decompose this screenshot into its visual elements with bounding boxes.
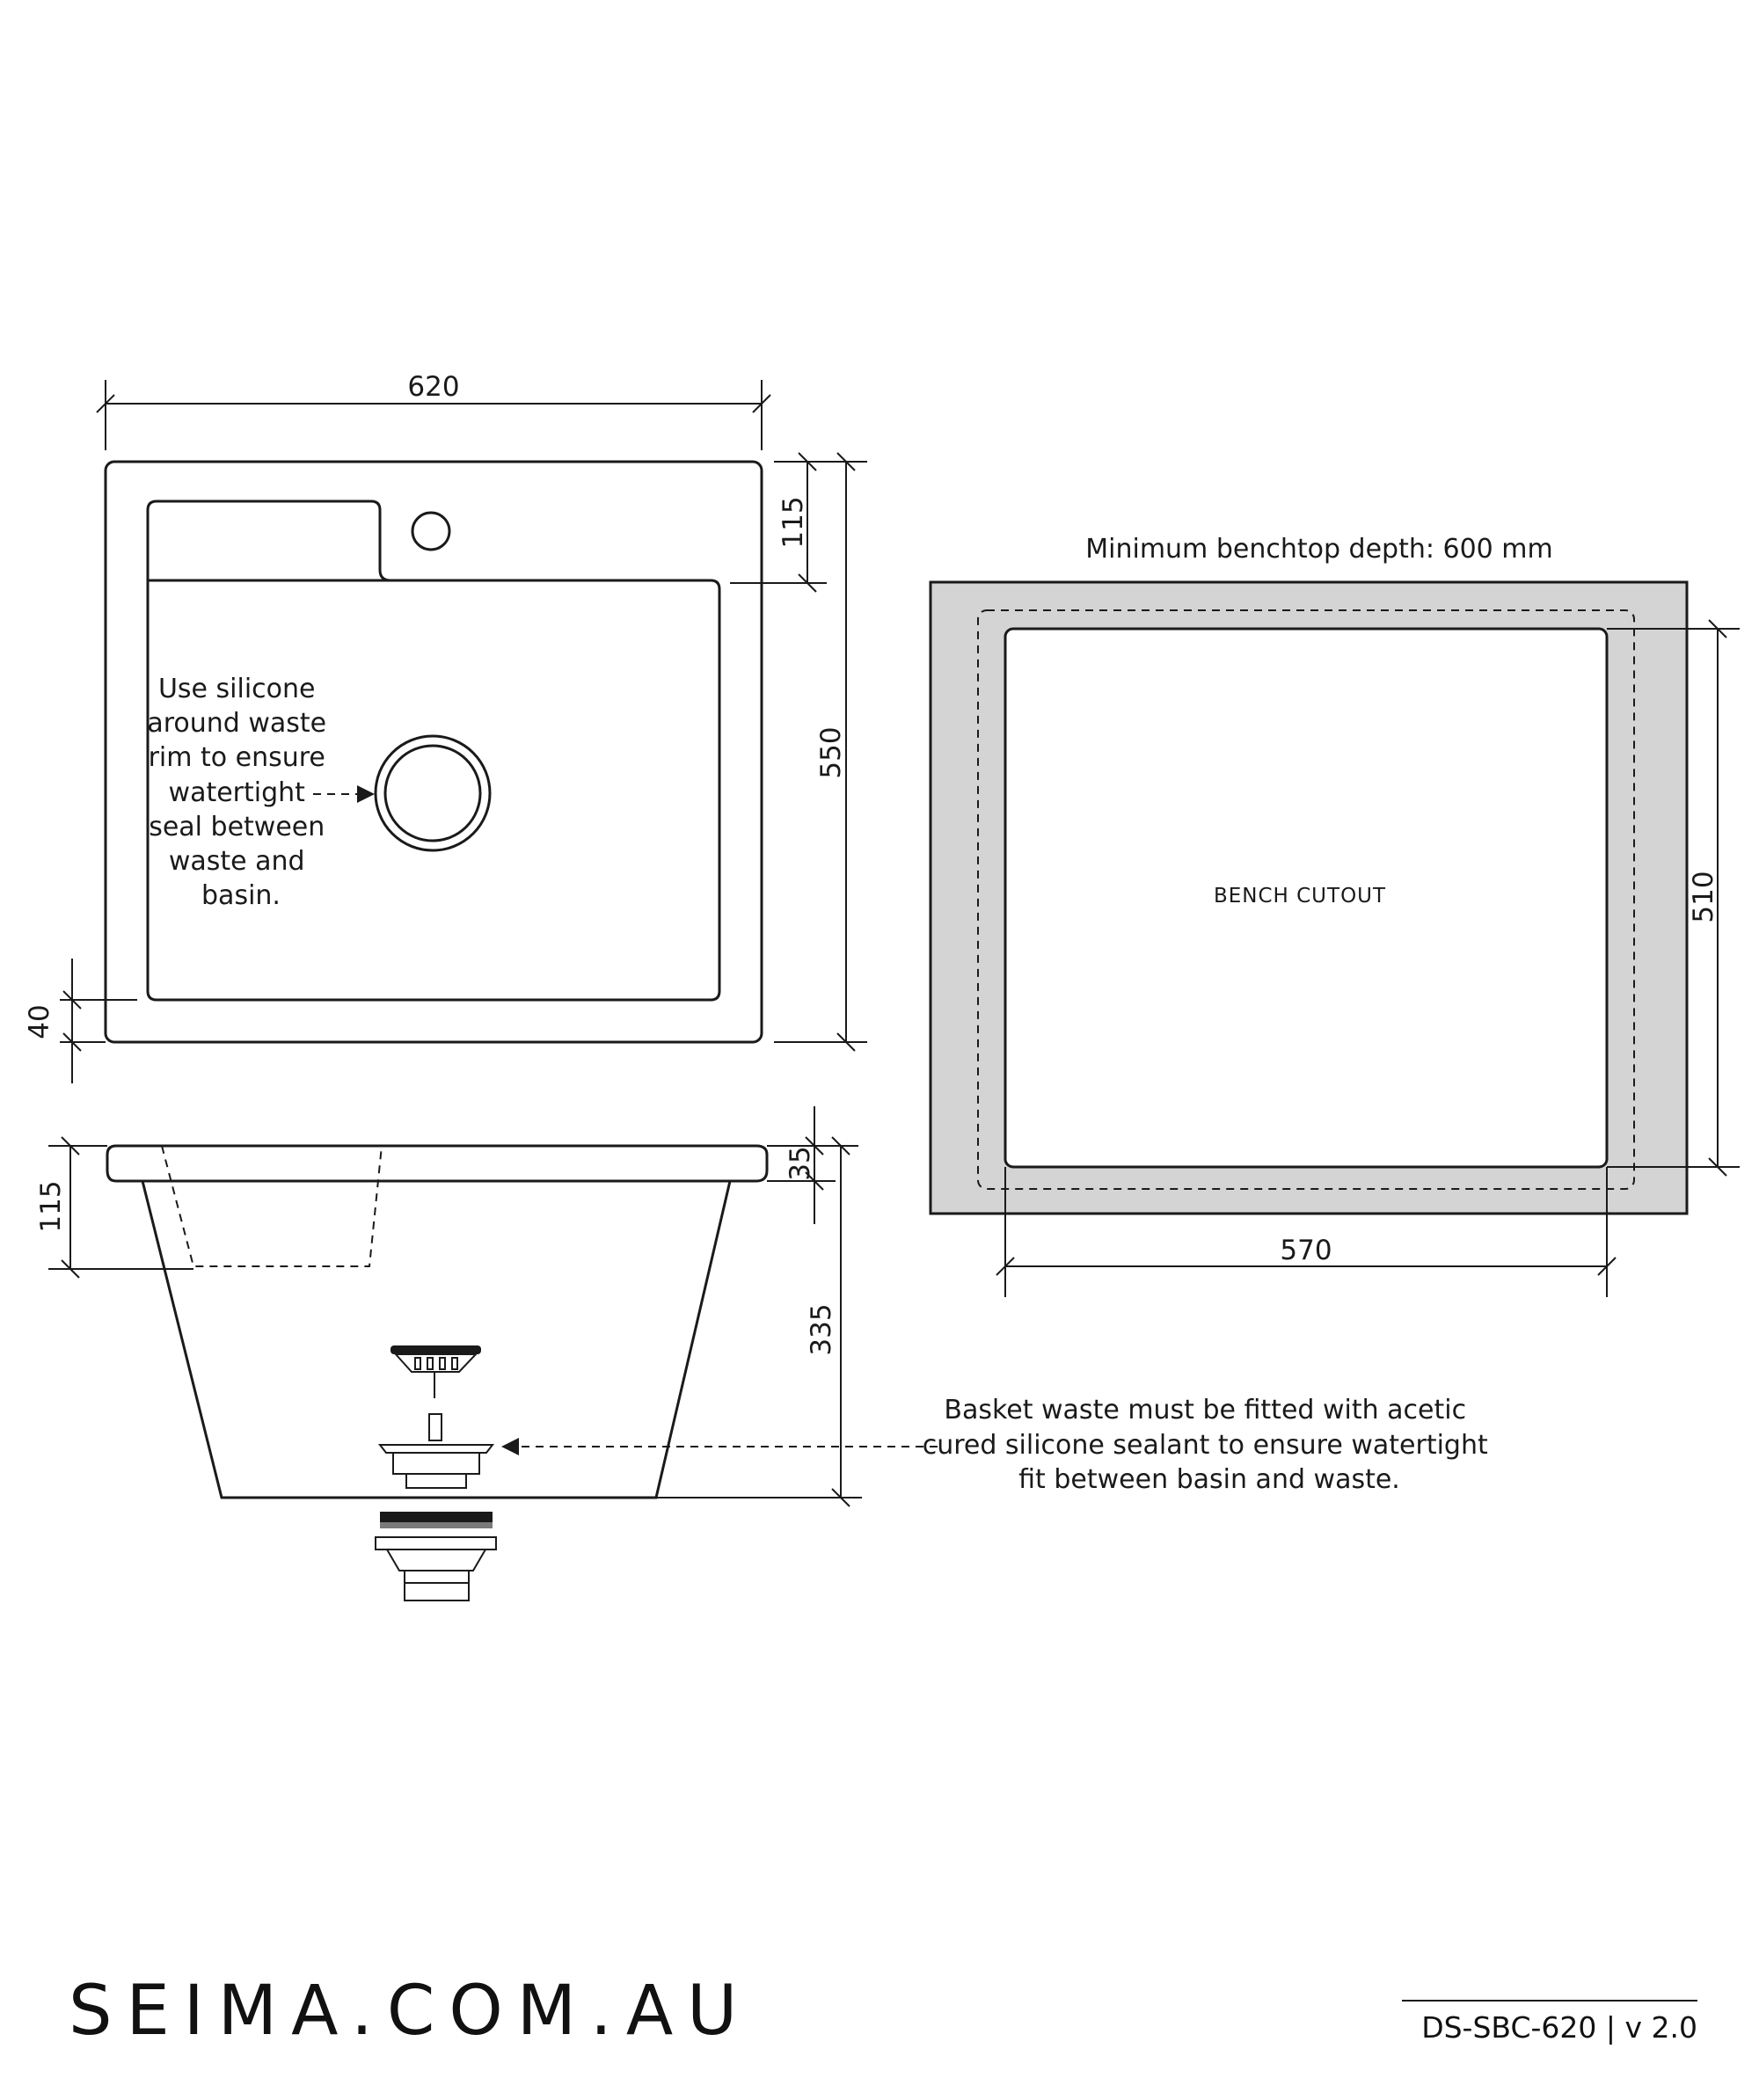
- note-line: cured silicone sealant to ensure waterti…: [923, 1430, 1488, 1461]
- note-silicone-waste: Use silicone around waste rim to ensure …: [147, 674, 334, 911]
- tick: [798, 573, 817, 593]
- tailpiece: [404, 1570, 470, 1601]
- strainer-slot: [451, 1357, 458, 1370]
- strainer-post: [428, 1413, 442, 1441]
- dim-bowl-height: 335: [806, 1303, 837, 1355]
- tick: [62, 1032, 82, 1052]
- note-line: basin.: [201, 880, 281, 911]
- cutout-opening: [1004, 627, 1609, 1169]
- tick: [96, 394, 115, 413]
- note-line: Use silicone: [158, 674, 316, 704]
- waste-neck: [405, 1473, 467, 1489]
- tick: [752, 394, 771, 413]
- tick: [1708, 619, 1727, 638]
- brand-url[interactable]: SEIMA.COM.AU: [69, 1972, 752, 2051]
- tick: [836, 452, 856, 471]
- dim-total-depth: 550: [815, 726, 847, 778]
- note-line: Basket waste must be fitted with acetic: [944, 1395, 1466, 1426]
- tick: [996, 1257, 1015, 1276]
- side-view: 115 35 335: [35, 1106, 1497, 1601]
- dim-rim-thickness: 35: [785, 1146, 816, 1180]
- waste-flange: [377, 1444, 495, 1454]
- sink-rim-outline: [977, 609, 1635, 1190]
- tick: [1708, 1157, 1727, 1177]
- rubber-seal: [380, 1512, 493, 1522]
- strainer-slot: [439, 1357, 446, 1370]
- dim-side-ledge: 115: [35, 1180, 67, 1232]
- tick: [805, 1136, 824, 1156]
- seal-ring: [380, 1522, 493, 1528]
- note-line: waste and: [169, 846, 305, 877]
- tick: [836, 1032, 856, 1052]
- dim-top-width: 620: [407, 371, 459, 403]
- tick: [831, 1136, 850, 1156]
- dim-front-rim: 40: [24, 1004, 55, 1039]
- strainer-slot: [414, 1357, 421, 1370]
- note-line: fit between basin and waste.: [1018, 1464, 1400, 1495]
- basket-waste-exploded: [375, 1345, 497, 1601]
- strainer-slot: [427, 1357, 434, 1370]
- strainer-cap: [390, 1345, 481, 1354]
- tick: [61, 1136, 80, 1156]
- rim-profile: [106, 1144, 769, 1183]
- tick: [1597, 1257, 1617, 1276]
- strainer-basket: [393, 1353, 478, 1373]
- note-line: around waste: [147, 708, 326, 739]
- dim-ledge-depth: 115: [777, 496, 809, 548]
- bowl-profile: [141, 1180, 732, 1499]
- document-reference: DS-SBC-620 | v 2.0: [1402, 2000, 1697, 2045]
- bench-cutout-label: BENCH CUTOUT: [1214, 885, 1386, 908]
- note-line: seal between: [149, 812, 325, 842]
- backnut-top: [375, 1536, 497, 1550]
- top-view: 620 115 550 40 Use silicone around waste…: [24, 371, 867, 1083]
- waste-body: [392, 1452, 480, 1475]
- note-line: watertight: [169, 777, 306, 808]
- tap-hole: [411, 511, 451, 551]
- tick: [798, 452, 817, 471]
- tick: [831, 1488, 850, 1507]
- bench-cutout-view: Minimum benchtop depth: 600 mm BENCH CUT…: [929, 534, 1740, 1297]
- note-basket-waste: Basket waste must be fitted with acetic …: [923, 1395, 1497, 1495]
- dim-cutout-width: 570: [1280, 1235, 1332, 1266]
- sink-outline-top: [104, 460, 763, 1044]
- backnut-body: [385, 1549, 487, 1571]
- tick: [62, 990, 82, 1010]
- ledge-hidden-line: [161, 1145, 383, 1267]
- dim-cutout-depth: 510: [1688, 871, 1719, 922]
- waste-outer-ring: [374, 734, 492, 852]
- note-line: rim to ensure: [149, 742, 325, 773]
- waste-inner-ring: [383, 744, 482, 842]
- tick: [61, 1259, 80, 1279]
- benchtop-depth-label: Minimum benchtop depth: 600 mm: [1085, 534, 1553, 565]
- ledge-outline: [146, 499, 721, 1002]
- tick: [805, 1171, 824, 1191]
